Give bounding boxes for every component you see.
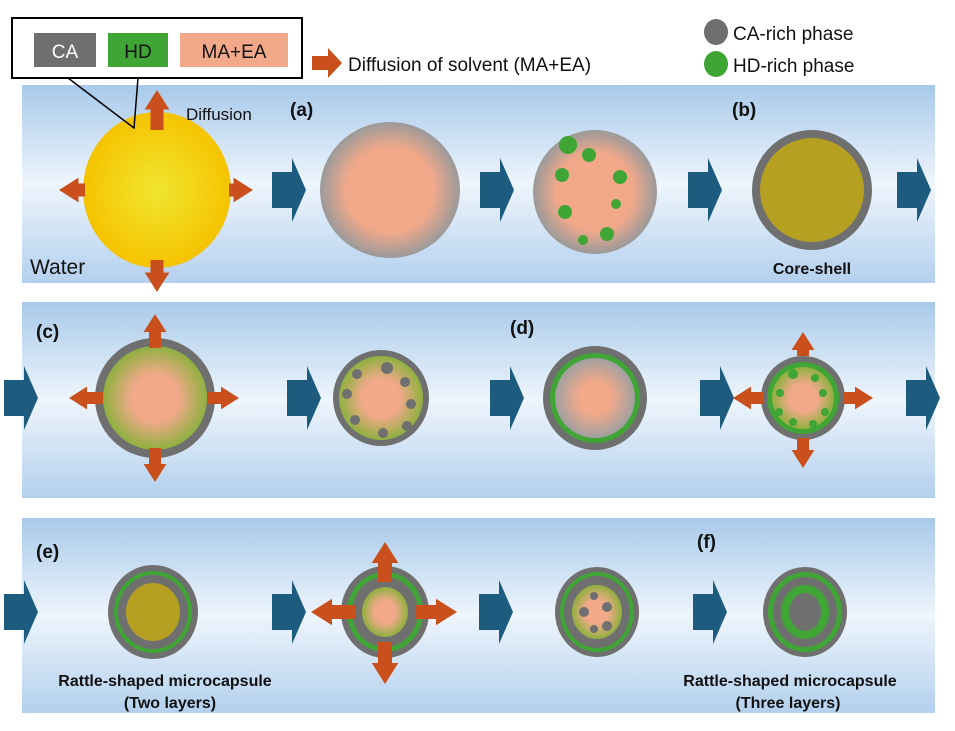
process-arrow-icon: [4, 580, 38, 644]
diffusion-label: Diffusion: [186, 105, 252, 124]
diffusion-arrow-icon: [733, 386, 763, 410]
ca-rich-droplet: [590, 625, 598, 633]
hd-rich-droplet: [555, 168, 569, 182]
ca-rich-dot-icon: [704, 19, 728, 45]
hd-label: HD: [124, 42, 151, 63]
label-a: (a): [290, 100, 313, 121]
rattle-three-sub: (Three layers): [736, 695, 841, 712]
process-arrow-icon: [897, 158, 931, 222]
process-arrow-icon: [490, 366, 524, 430]
hd-rich-label: HD-rich phase: [733, 56, 854, 77]
process-arrow-icon: [693, 580, 727, 644]
ca-rich-droplet: [406, 399, 416, 409]
particle-d-core: [555, 358, 635, 438]
particle-e2-core: [362, 587, 408, 637]
ca-swatch: [34, 33, 96, 67]
ca-rich-droplet: [579, 607, 589, 617]
process-arrow-icon: [700, 366, 734, 430]
process-arrow-icon: [287, 366, 321, 430]
hd-rich-droplet: [558, 205, 572, 219]
diffusion-arrow-icon: [143, 314, 167, 348]
ca-rich-droplet: [602, 602, 612, 612]
legend: CA HD MA+EA Diffusion of solvent (MA+EA)…: [11, 17, 854, 130]
diffusion-arrow-icon: [371, 542, 399, 582]
ca-label: CA: [52, 42, 79, 63]
label-d: (d): [510, 318, 534, 339]
rattle-two-sub: (Two layers): [124, 695, 216, 712]
callout-line: [67, 77, 139, 130]
diffusion-arrow-icon: [415, 598, 457, 626]
hd-rich-droplet: [821, 408, 829, 416]
hd-rich-droplet: [819, 389, 827, 397]
core-shell-core: [760, 138, 864, 242]
hd-rich-droplet: [776, 389, 784, 397]
hd-rich-droplet: [613, 170, 627, 184]
hd-rich-droplet: [809, 420, 817, 428]
core-shell-label: Core-shell: [773, 261, 851, 278]
hd-rich-droplet: [600, 227, 614, 241]
diffusion-arrow-icon: [144, 90, 170, 130]
diffusion-arrow-icon: [791, 438, 815, 468]
rattle-two-core: [126, 583, 180, 641]
hd-rich-droplet: [611, 199, 621, 209]
ca-rich-droplet: [381, 362, 393, 374]
ca-rich-droplet: [590, 592, 598, 600]
ca-rich-droplet: [402, 421, 412, 431]
diffusion-arrow-icon: [207, 386, 239, 410]
hd-rich-droplet: [582, 148, 596, 162]
hd-rich-droplet: [559, 136, 577, 154]
diffusion-arrow-icon: [143, 448, 167, 482]
process-arrow-icon: [272, 580, 306, 644]
diffusion-arrow-icon: [791, 332, 815, 356]
diffusion-arrow-icon: [371, 642, 399, 684]
solvent-droplet: [83, 112, 231, 268]
ca-rich-label: CA-rich phase: [733, 24, 853, 45]
label-e: (e): [36, 542, 59, 563]
label-c: (c): [36, 322, 59, 343]
process-arrow-icon: [688, 158, 722, 222]
process-arrow-icon: [4, 366, 38, 430]
rattle-two-label: Rattle-shaped microcapsule: [58, 673, 272, 690]
diffusion-arrow-icon: [312, 48, 342, 78]
diffusion-arrow-icon: [144, 260, 170, 292]
water-label: Water: [30, 256, 85, 279]
droplet-hd-nucleation: [533, 130, 657, 254]
ca-rich-droplet: [350, 415, 360, 425]
ca-rich-droplet: [378, 428, 388, 438]
diffusion-legend-text: Diffusion of solvent (MA+EA): [348, 55, 591, 76]
hd-rich-droplet: [578, 235, 588, 245]
hd-rich-droplet: [788, 369, 798, 379]
hd-swatch: [108, 33, 168, 67]
hd-rich-droplet: [789, 418, 797, 426]
ca-rich-droplet: [602, 621, 612, 631]
solvent-swatch: [180, 33, 288, 67]
ca-rich-droplet: [342, 389, 352, 399]
diffusion-arrow-icon: [311, 598, 355, 626]
diffusion-arrow-icon: [229, 177, 253, 203]
process-arrow-icon: [479, 580, 513, 644]
hd-rich-dot-icon: [704, 51, 728, 77]
ca-rich-droplet: [400, 377, 410, 387]
particle-d2-core: [772, 367, 834, 429]
hd-rich-droplet: [811, 374, 819, 382]
diffusion-arrow-icon: [843, 386, 873, 410]
process-arrow-icon: [480, 158, 514, 222]
hd-rich-droplet: [775, 408, 783, 416]
ca-rich-droplet: [352, 369, 362, 379]
rattle-three-label: Rattle-shaped microcapsule: [683, 673, 897, 690]
diffusion-arrow-icon: [59, 177, 85, 203]
solvent-label: MA+EA: [202, 42, 267, 63]
rattle-three-core: [789, 593, 821, 631]
particle-c-core: [103, 346, 207, 450]
process-arrow-icon: [906, 366, 940, 430]
droplet-ca-shell-forming: [320, 122, 460, 258]
process-arrow-icon: [272, 158, 306, 222]
label-f: (f): [697, 532, 716, 553]
diffusion-arrow-icon: [69, 386, 103, 410]
label-b: (b): [732, 100, 756, 121]
